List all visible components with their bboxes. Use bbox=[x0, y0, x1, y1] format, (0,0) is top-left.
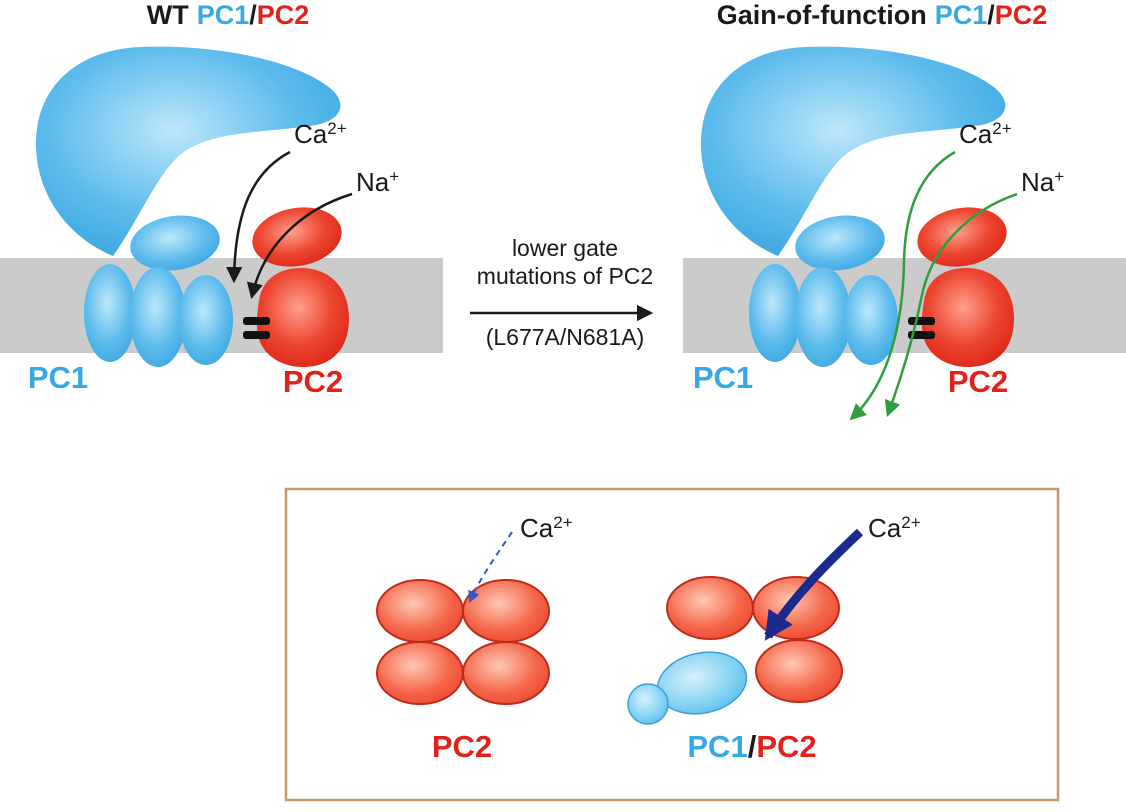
pc2-subunit bbox=[752, 576, 840, 640]
inset-left-ca-label: Ca2+ bbox=[520, 513, 573, 543]
pc1-subunit-lobe bbox=[627, 683, 669, 725]
pc1-pc2-heterotetramer bbox=[627, 576, 843, 725]
transition-text-line2: mutations of PC2 bbox=[477, 263, 653, 289]
na-flow-arrow-green bbox=[884, 192, 1018, 418]
pc2-homotetramer bbox=[376, 579, 550, 705]
transition-text-line1: lower gate bbox=[512, 235, 618, 261]
mutation-label: (L677A/N681A) bbox=[486, 324, 645, 350]
pc2-subunit bbox=[755, 639, 843, 703]
pc2-subunit bbox=[666, 576, 754, 640]
ca-flow-arrow-green bbox=[849, 150, 956, 421]
inset-left-label: PC2 bbox=[432, 729, 492, 764]
blocked-na-arrow bbox=[246, 192, 353, 300]
inset-right-ca-label: Ca2+ bbox=[868, 513, 921, 543]
pc2-subunit bbox=[376, 579, 464, 643]
inset-right-label: PC1/PC2 bbox=[687, 729, 816, 764]
pc2-subunit bbox=[376, 641, 464, 705]
blocked-ca-arrow bbox=[226, 150, 291, 284]
pc2-subunit bbox=[462, 641, 550, 705]
strong-ca-flow-arrow bbox=[764, 528, 864, 641]
